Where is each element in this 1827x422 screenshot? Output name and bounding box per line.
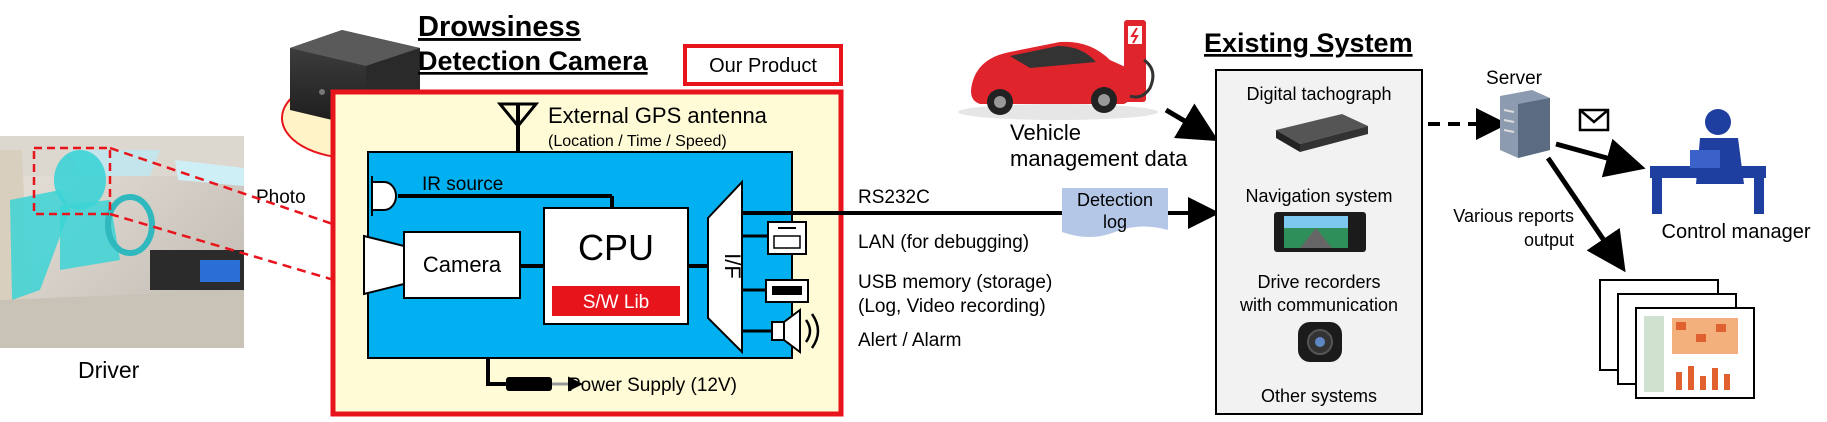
usb-label-line2: (Log, Video recording) xyxy=(858,296,1046,317)
gps-antenna-label: External GPS antenna xyxy=(548,103,768,128)
our-product-label: Our Product xyxy=(709,55,817,77)
lan-label: LAN (for debugging) xyxy=(858,232,1029,253)
ir-source-icon xyxy=(371,176,397,216)
capture-line-top xyxy=(109,146,369,238)
existing-item-4: Other systems xyxy=(1261,386,1377,406)
ir-source-label: IR source xyxy=(422,174,503,195)
server-reports-arrow xyxy=(1545,156,1626,273)
vehicle-label-line1: Vehicle xyxy=(1010,120,1081,145)
power-label: Power Supply (12V) xyxy=(568,375,737,396)
rs232c-label: RS232C xyxy=(858,187,930,208)
our-product-tag xyxy=(683,44,843,86)
existing-item-3: with communication xyxy=(1239,295,1398,315)
existing-item-2: Drive recorders xyxy=(1257,272,1380,292)
camera-module xyxy=(403,231,521,299)
server-label: Server xyxy=(1486,68,1543,89)
existing-item-1: Navigation system xyxy=(1245,186,1392,206)
interface-block xyxy=(707,179,743,355)
existing-item-0: Digital tachograph xyxy=(1246,84,1391,104)
control-manager-icon xyxy=(1650,109,1766,214)
car-icon xyxy=(958,41,1158,120)
alert-label: Alert / Alarm xyxy=(858,330,961,351)
mail-icon xyxy=(1578,108,1610,132)
power-cable-icon xyxy=(506,377,552,391)
reports-icon xyxy=(1599,279,1755,399)
interface-label: I/F xyxy=(720,253,745,279)
dashcam-icon xyxy=(1298,322,1342,362)
server-manager-arrow xyxy=(1555,138,1646,178)
product-title-line1: Drowsiness xyxy=(418,11,581,43)
sw-lib-label: S/W Lib xyxy=(583,292,650,313)
reports-label-line1: Various reports xyxy=(1453,206,1574,226)
camera-lens-icon xyxy=(363,234,405,296)
detection-log-line1: Detection xyxy=(1077,190,1153,210)
usb-label-line1: USB memory (storage) xyxy=(858,272,1052,293)
camera-label: Camera xyxy=(423,252,502,277)
gps-details-label: (Location / Time / Speed) xyxy=(548,133,727,150)
gps-antenna-icon xyxy=(496,102,540,152)
tachograph-icon xyxy=(1276,114,1368,152)
control-manager-label: Control manager xyxy=(1662,221,1811,243)
power-cable xyxy=(486,358,510,386)
reports-label-line2: output xyxy=(1524,230,1574,250)
navigation-icon xyxy=(1274,212,1366,252)
driver-label: Driver xyxy=(78,357,140,383)
lan-port-icon xyxy=(767,221,807,255)
existing-system-title: Existing System xyxy=(1204,28,1413,58)
vehicle-label-line2: management data xyxy=(1010,146,1188,171)
usb-port-icon xyxy=(765,279,809,303)
cpu-label: CPU xyxy=(578,227,654,268)
product-title-line2: Detection Camera xyxy=(418,46,649,76)
photo-label: Photo xyxy=(256,187,306,208)
detection-log-line2: log xyxy=(1103,212,1127,232)
sw-lib-block xyxy=(552,286,680,316)
driver-cabin-image xyxy=(0,136,244,348)
vehicle-data-arrow xyxy=(1164,103,1219,142)
server-icon xyxy=(1500,90,1550,158)
detection-log-doc xyxy=(1062,188,1168,237)
charger-icon xyxy=(1124,20,1155,102)
face-detection-region xyxy=(32,146,112,216)
